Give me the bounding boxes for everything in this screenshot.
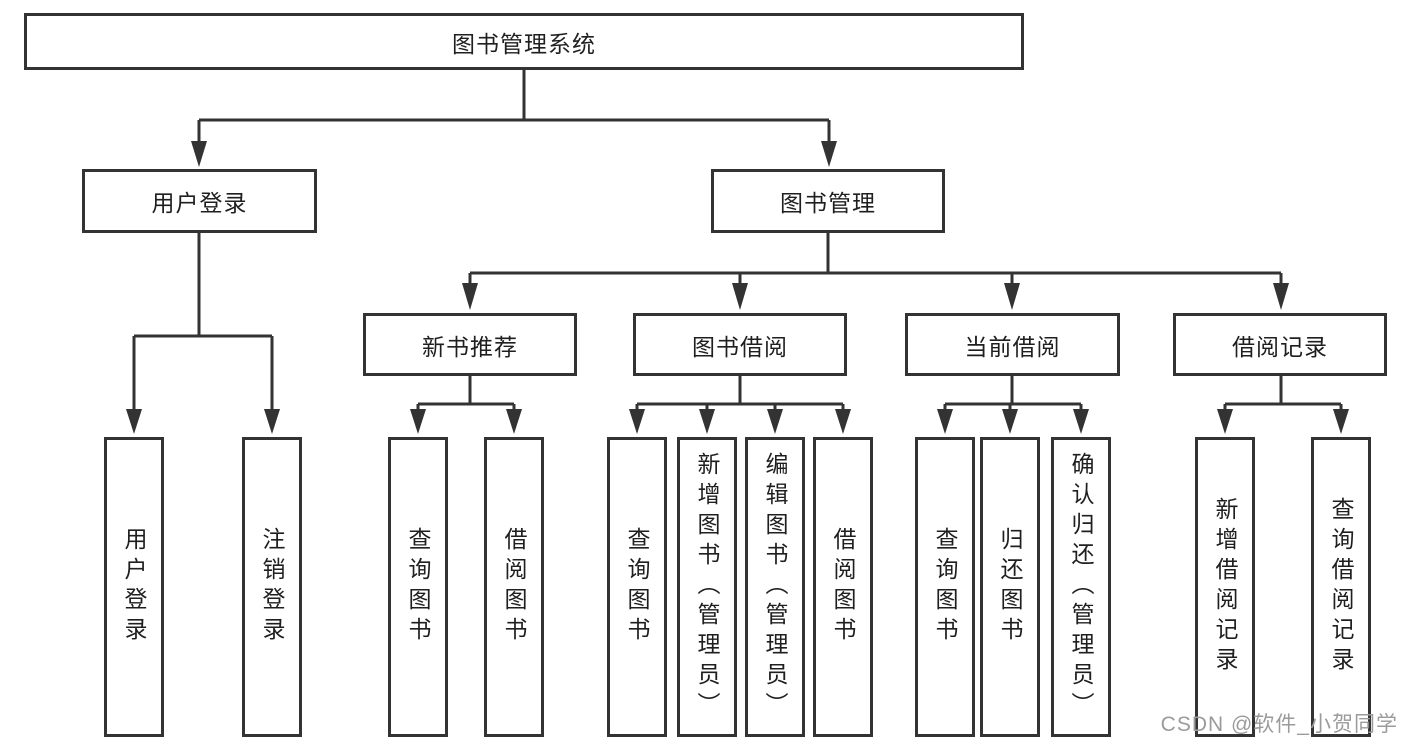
leaf-logout-label: 注销登录: [259, 527, 285, 647]
leaf-confirm-return-admin: 确认归还（管理员）: [1051, 437, 1111, 737]
leaf-query-books-recommend: 查询图书: [388, 437, 448, 737]
node-book-management-label: 图书管理: [780, 190, 876, 216]
leaf-query-borrow-record-label: 查询借阅记录: [1328, 497, 1354, 677]
leaf-add-borrow-record: 新增借阅记录: [1195, 437, 1255, 737]
leaf-confirm-return-admin-label: 确认归还（管理员）: [1068, 452, 1094, 722]
csdn-watermark: CSDN @软件_小贺同学: [1160, 713, 1398, 736]
leaf-borrow-books-recommend-label: 借阅图书: [501, 527, 527, 647]
node-current-borrowing: 当前借阅: [905, 313, 1120, 376]
node-book-borrowing-label: 图书借阅: [692, 333, 788, 360]
leaf-query-books-current: 查询图书: [915, 437, 975, 737]
leaf-add-books-admin-label: 新增图书（管理员）: [694, 452, 720, 722]
connector-book-management-to-level3: [462, 233, 1289, 310]
connector-new-book-to-leaves: [410, 376, 522, 434]
leaf-return-books-label: 归还图书: [997, 527, 1023, 647]
leaf-borrow-books-label: 借阅图书: [830, 527, 856, 647]
leaf-query-books-borrow: 查询图书: [607, 437, 667, 737]
connector-user-login-to-leaves: [126, 233, 280, 434]
leaf-query-books-borrow-label: 查询图书: [624, 527, 650, 647]
connector-root-to-level2: [191, 70, 837, 167]
leaf-user-login: 用户登录: [104, 437, 164, 737]
node-root: 图书管理系统: [24, 13, 1024, 70]
leaf-edit-books-admin: 编辑图书（管理员）: [745, 437, 805, 737]
node-book-management: 图书管理: [711, 169, 945, 233]
connector-current-borrowing-to-leaves: [937, 376, 1089, 434]
leaf-add-borrow-record-label: 新增借阅记录: [1212, 497, 1238, 677]
node-borrowing-records: 借阅记录: [1173, 313, 1387, 376]
leaf-borrow-books-recommend: 借阅图书: [484, 437, 544, 737]
node-new-book-recommend: 新书推荐: [363, 313, 577, 376]
node-user-login: 用户登录: [82, 169, 317, 233]
leaf-user-login-label: 用户登录: [121, 527, 147, 647]
leaf-return-books: 归还图书: [980, 437, 1040, 737]
leaf-borrow-books: 借阅图书: [813, 437, 873, 737]
node-root-label: 图书管理系统: [452, 30, 596, 57]
connector-book-borrowing-to-leaves: [629, 376, 851, 434]
leaf-query-books-recommend-label: 查询图书: [405, 527, 431, 647]
node-user-login-label: 用户登录: [151, 190, 248, 216]
leaf-logout: 注销登录: [242, 437, 302, 737]
leaf-add-books-admin: 新增图书（管理员）: [677, 437, 737, 737]
node-current-borrowing-label: 当前借阅: [964, 333, 1061, 360]
connector-borrowing-records-to-leaves: [1217, 376, 1349, 434]
node-borrowing-records-label: 借阅记录: [1232, 333, 1328, 360]
leaf-query-books-current-label: 查询图书: [932, 527, 958, 647]
leaf-query-borrow-record: 查询借阅记录: [1311, 437, 1371, 737]
node-book-borrowing: 图书借阅: [633, 313, 847, 376]
leaf-edit-books-admin-label: 编辑图书（管理员）: [762, 452, 788, 722]
node-new-book-recommend-label: 新书推荐: [422, 333, 518, 360]
